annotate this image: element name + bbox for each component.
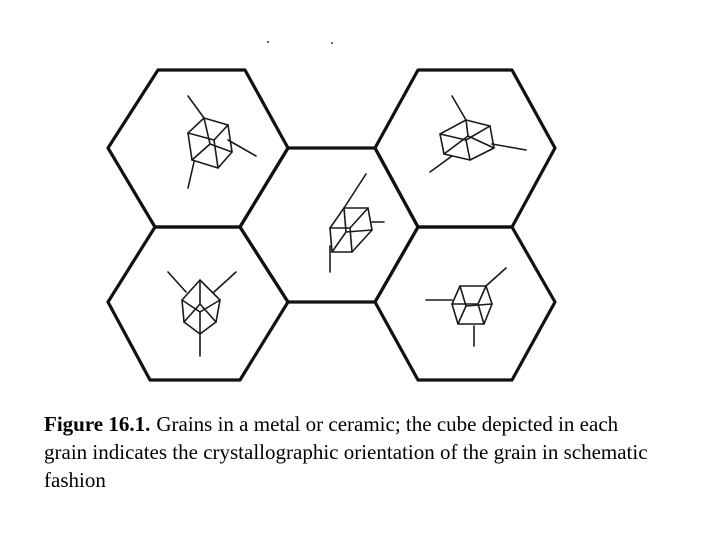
grain-top-right bbox=[373, 68, 557, 229]
grain-center bbox=[238, 146, 420, 304]
orientation-cube-bottom-left bbox=[167, 271, 237, 357]
grain-diagram bbox=[106, 41, 557, 382]
figure-caption: Figure 16.1.Grains in a metal or ceramic… bbox=[44, 410, 664, 494]
orientation-cube-bottom-right bbox=[425, 267, 507, 347]
grain-bottom-right bbox=[373, 225, 557, 382]
orientation-cube-top-right bbox=[429, 95, 527, 173]
figure-label: Figure 16.1. bbox=[44, 412, 151, 436]
grain-top-left bbox=[106, 68, 290, 229]
speck bbox=[331, 42, 333, 44]
speck bbox=[267, 41, 269, 43]
figure-caption-text: Grains in a metal or ceramic; the cube d… bbox=[44, 412, 648, 492]
orientation-cube-center bbox=[329, 173, 385, 273]
grain-bottom-left bbox=[106, 225, 290, 382]
orientation-cube-top-left bbox=[187, 95, 257, 189]
